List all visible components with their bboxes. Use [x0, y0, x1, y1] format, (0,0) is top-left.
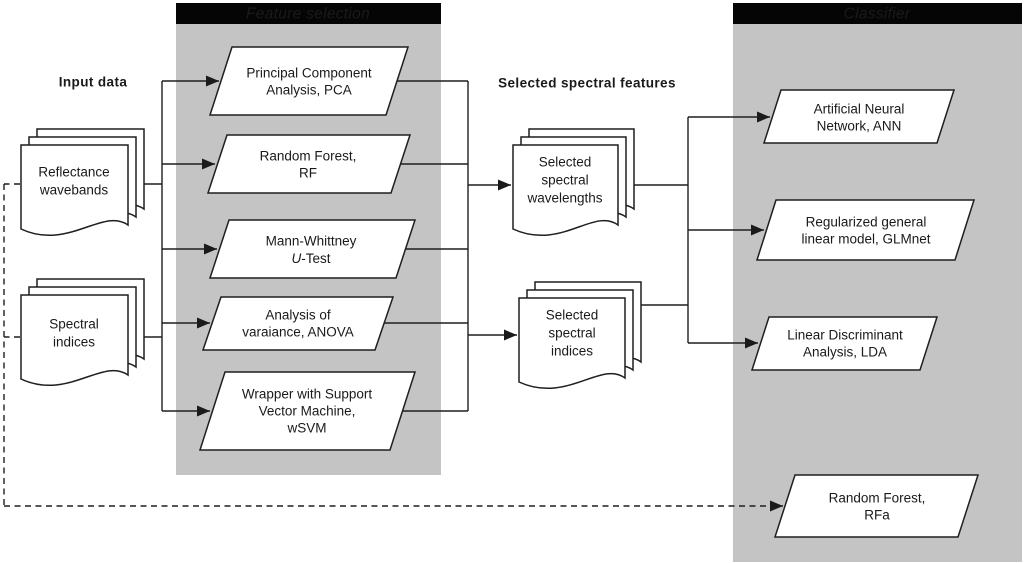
document-front-page — [518, 297, 626, 389]
lda-parallelogram — [750, 316, 939, 371]
spectral-indices-stack: Spectral indices — [20, 278, 145, 386]
rfa-label: Random Forest, — [829, 491, 926, 506]
anova-label: Analysis of — [265, 308, 331, 323]
reflectance-wavebands-label: wavebands — [39, 183, 109, 198]
glmnet-label: Regularized general — [806, 215, 927, 230]
wsvm-label: Wrapper with Support — [242, 387, 373, 402]
node-random-forest: Random Forest, RF — [206, 134, 412, 194]
classifier-header-bar — [733, 3, 1022, 24]
mannwhitney-label: Mann-Whittney — [266, 234, 357, 249]
pca-label: Principal Component — [246, 66, 372, 81]
rf-label: RF — [299, 166, 317, 181]
document-front-page — [512, 144, 619, 236]
selected-wavelengths-label: wavelengths — [526, 191, 602, 206]
feature-selection-title: Feature selection — [246, 6, 370, 23]
ann-parallelogram — [762, 89, 956, 144]
reflectance-wavebands-label: Reflectance — [38, 165, 109, 180]
selected-wavelengths-stack: Selected spectral wavelengths — [512, 128, 635, 236]
pca-parallelogram — [208, 46, 410, 116]
classifier-title: Classifier — [844, 6, 911, 23]
anova-parallelogram — [201, 296, 395, 351]
rf-label: Random Forest, — [260, 149, 357, 164]
node-wsvm: Wrapper with Support Vector Machine, wSV… — [198, 371, 417, 451]
glmnet-parallelogram — [755, 199, 976, 261]
wsvm-parallelogram — [198, 371, 417, 451]
node-mann-whitney: Mann-Whittney U-Test — [208, 219, 417, 279]
spectral-indices-label: Spectral — [49, 317, 99, 332]
feature-selection-header-bar — [176, 3, 441, 24]
dashed-connectors — [3, 183, 783, 512]
ann-label: Network, ANN — [817, 119, 902, 134]
selected-wavelengths-label: spectral — [541, 173, 588, 188]
anova-label: varaiance, ANOVA — [242, 325, 354, 340]
selected-indices-label: spectral — [548, 326, 595, 341]
input-data-label: Input data — [59, 75, 128, 90]
node-ann: Artificial Neural Network, ANN — [762, 89, 956, 144]
wsvm-label: Vector Machine, — [259, 404, 356, 419]
node-rfa: Random Forest, RFa — [773, 474, 980, 538]
glmnet-label: linear model, GLMnet — [801, 232, 930, 247]
mannwhitney-parallelogram — [208, 219, 417, 279]
rfa-parallelogram — [773, 474, 980, 538]
spectral-indices-label: indices — [53, 335, 95, 350]
rf-parallelogram — [206, 134, 412, 194]
node-glmnet: Regularized general linear model, GLMnet — [755, 199, 976, 261]
selected-indices-label: indices — [551, 344, 593, 359]
mannwhitney-utest-label: U-Test — [291, 251, 330, 266]
node-pca: Principal Component Analysis, PCA — [208, 46, 410, 116]
lda-label: Analysis, LDA — [803, 345, 887, 360]
utest-italic-u: U — [291, 251, 301, 266]
lda-label: Linear Discriminant — [787, 328, 903, 343]
document-front-page — [20, 144, 129, 236]
utest-rest: -Test — [301, 251, 331, 266]
ann-label: Artificial Neural — [814, 102, 905, 117]
wsvm-label: wSVM — [286, 421, 326, 436]
selected-spectral-features-label: Selected spectral features — [498, 76, 676, 91]
rfa-label: RFa — [864, 508, 890, 523]
selected-indices-label: Selected — [546, 308, 599, 323]
document-front-page — [20, 294, 129, 386]
node-anova: Analysis of varaiance, ANOVA — [201, 296, 395, 351]
selected-wavelengths-label: Selected — [539, 155, 592, 170]
node-lda: Linear Discriminant Analysis, LDA — [750, 316, 939, 371]
reflectance-wavebands-stack: Reflectance wavebands — [20, 128, 145, 236]
selected-indices-stack: Selected spectral indices — [518, 281, 642, 389]
pca-label: Analysis, PCA — [266, 83, 352, 98]
